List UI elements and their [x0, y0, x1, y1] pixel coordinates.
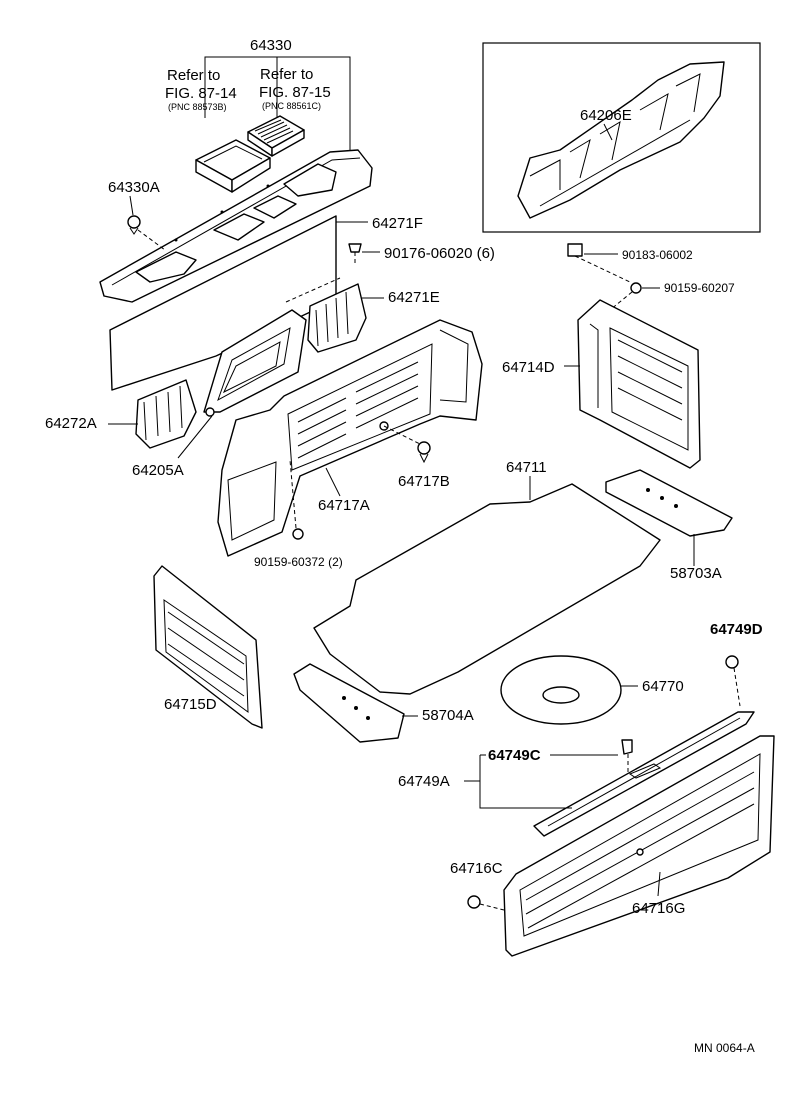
- label-64717b: 64717B: [398, 473, 450, 490]
- clip-90176-06020: [348, 243, 362, 266]
- refer-fig-87-14-line2: FIG. 87-14: [165, 85, 237, 102]
- clip-64717b: [383, 425, 431, 464]
- label-64749c: 64749C: [488, 747, 541, 764]
- label-64749d: 64749D: [710, 621, 763, 638]
- diagram-code: MN 0064-A: [694, 1041, 755, 1055]
- label-90159-60207: 90159-60207: [664, 281, 735, 295]
- label-64206e: 64206E: [580, 107, 632, 124]
- side-trim-64717a: [217, 319, 483, 557]
- label-64330a: 64330A: [108, 179, 160, 196]
- label-64715d: 64715D: [164, 696, 217, 713]
- label-90183-06002: 90183-06002: [622, 248, 693, 262]
- screw-90159-60207: [609, 282, 642, 311]
- refer-fig-87-14-pnc: (PNC 88573B): [168, 102, 227, 112]
- speaker-grille-right: [247, 115, 305, 157]
- label-90176-06020: 90176-06020 (6): [384, 245, 495, 262]
- speaker-grille-left: [195, 139, 271, 193]
- label-64271e: 64271E: [388, 289, 440, 306]
- label-64272a: 64272A: [45, 415, 97, 432]
- refer-fig-87-15-line1: Refer to: [260, 66, 313, 83]
- label-58703a: 58703A: [670, 565, 722, 582]
- panel-64205a: [203, 309, 307, 417]
- refer-fig-87-15-line2: FIG. 87-15: [259, 84, 331, 101]
- side-trim-64714d: [577, 299, 701, 469]
- clip-64749d: [725, 655, 741, 707]
- label-64770: 64770: [642, 678, 684, 695]
- reinforcement-64206e: [517, 61, 725, 219]
- refer-fig-87-15-pnc: (PNC 88561C): [262, 101, 321, 111]
- label-64271f: 64271F: [372, 215, 423, 232]
- side-bracket-64272a: [135, 379, 197, 449]
- label-64717a: 64717A: [318, 497, 370, 514]
- label-58704a: 58704A: [422, 707, 474, 724]
- label-90159-60372: 90159-60372 (2): [254, 555, 343, 569]
- back-trim-64716g: [503, 735, 775, 957]
- clip-64716c: [467, 895, 505, 911]
- sill-plate-64749a: [533, 711, 755, 837]
- label-64714d: 64714D: [502, 359, 555, 376]
- label-64330: 64330: [250, 37, 292, 54]
- clip-64330a: [127, 215, 166, 251]
- bracket-64330: [204, 56, 351, 150]
- label-64716g: 64716G: [632, 900, 685, 917]
- label-64749a: 64749A: [398, 773, 450, 790]
- side-trim-64715d: [153, 565, 263, 729]
- label-64711: 64711: [506, 459, 547, 476]
- floor-mat-64711: [313, 483, 661, 695]
- side-bracket-64271e: [307, 283, 367, 353]
- plate-58703a: [605, 469, 733, 537]
- label-64716c: 64716C: [450, 860, 503, 877]
- refer-fig-87-14-line1: Refer to: [167, 67, 220, 84]
- screw-90159-60372: [289, 459, 304, 540]
- inset-box-64206e: [482, 42, 761, 233]
- plate-58704a: [293, 663, 405, 743]
- spare-tire-cover-64770: [500, 655, 622, 725]
- package-tray-64330: [99, 149, 373, 303]
- label-64205a: 64205A: [132, 462, 184, 479]
- nut-90183-06002: [567, 243, 631, 283]
